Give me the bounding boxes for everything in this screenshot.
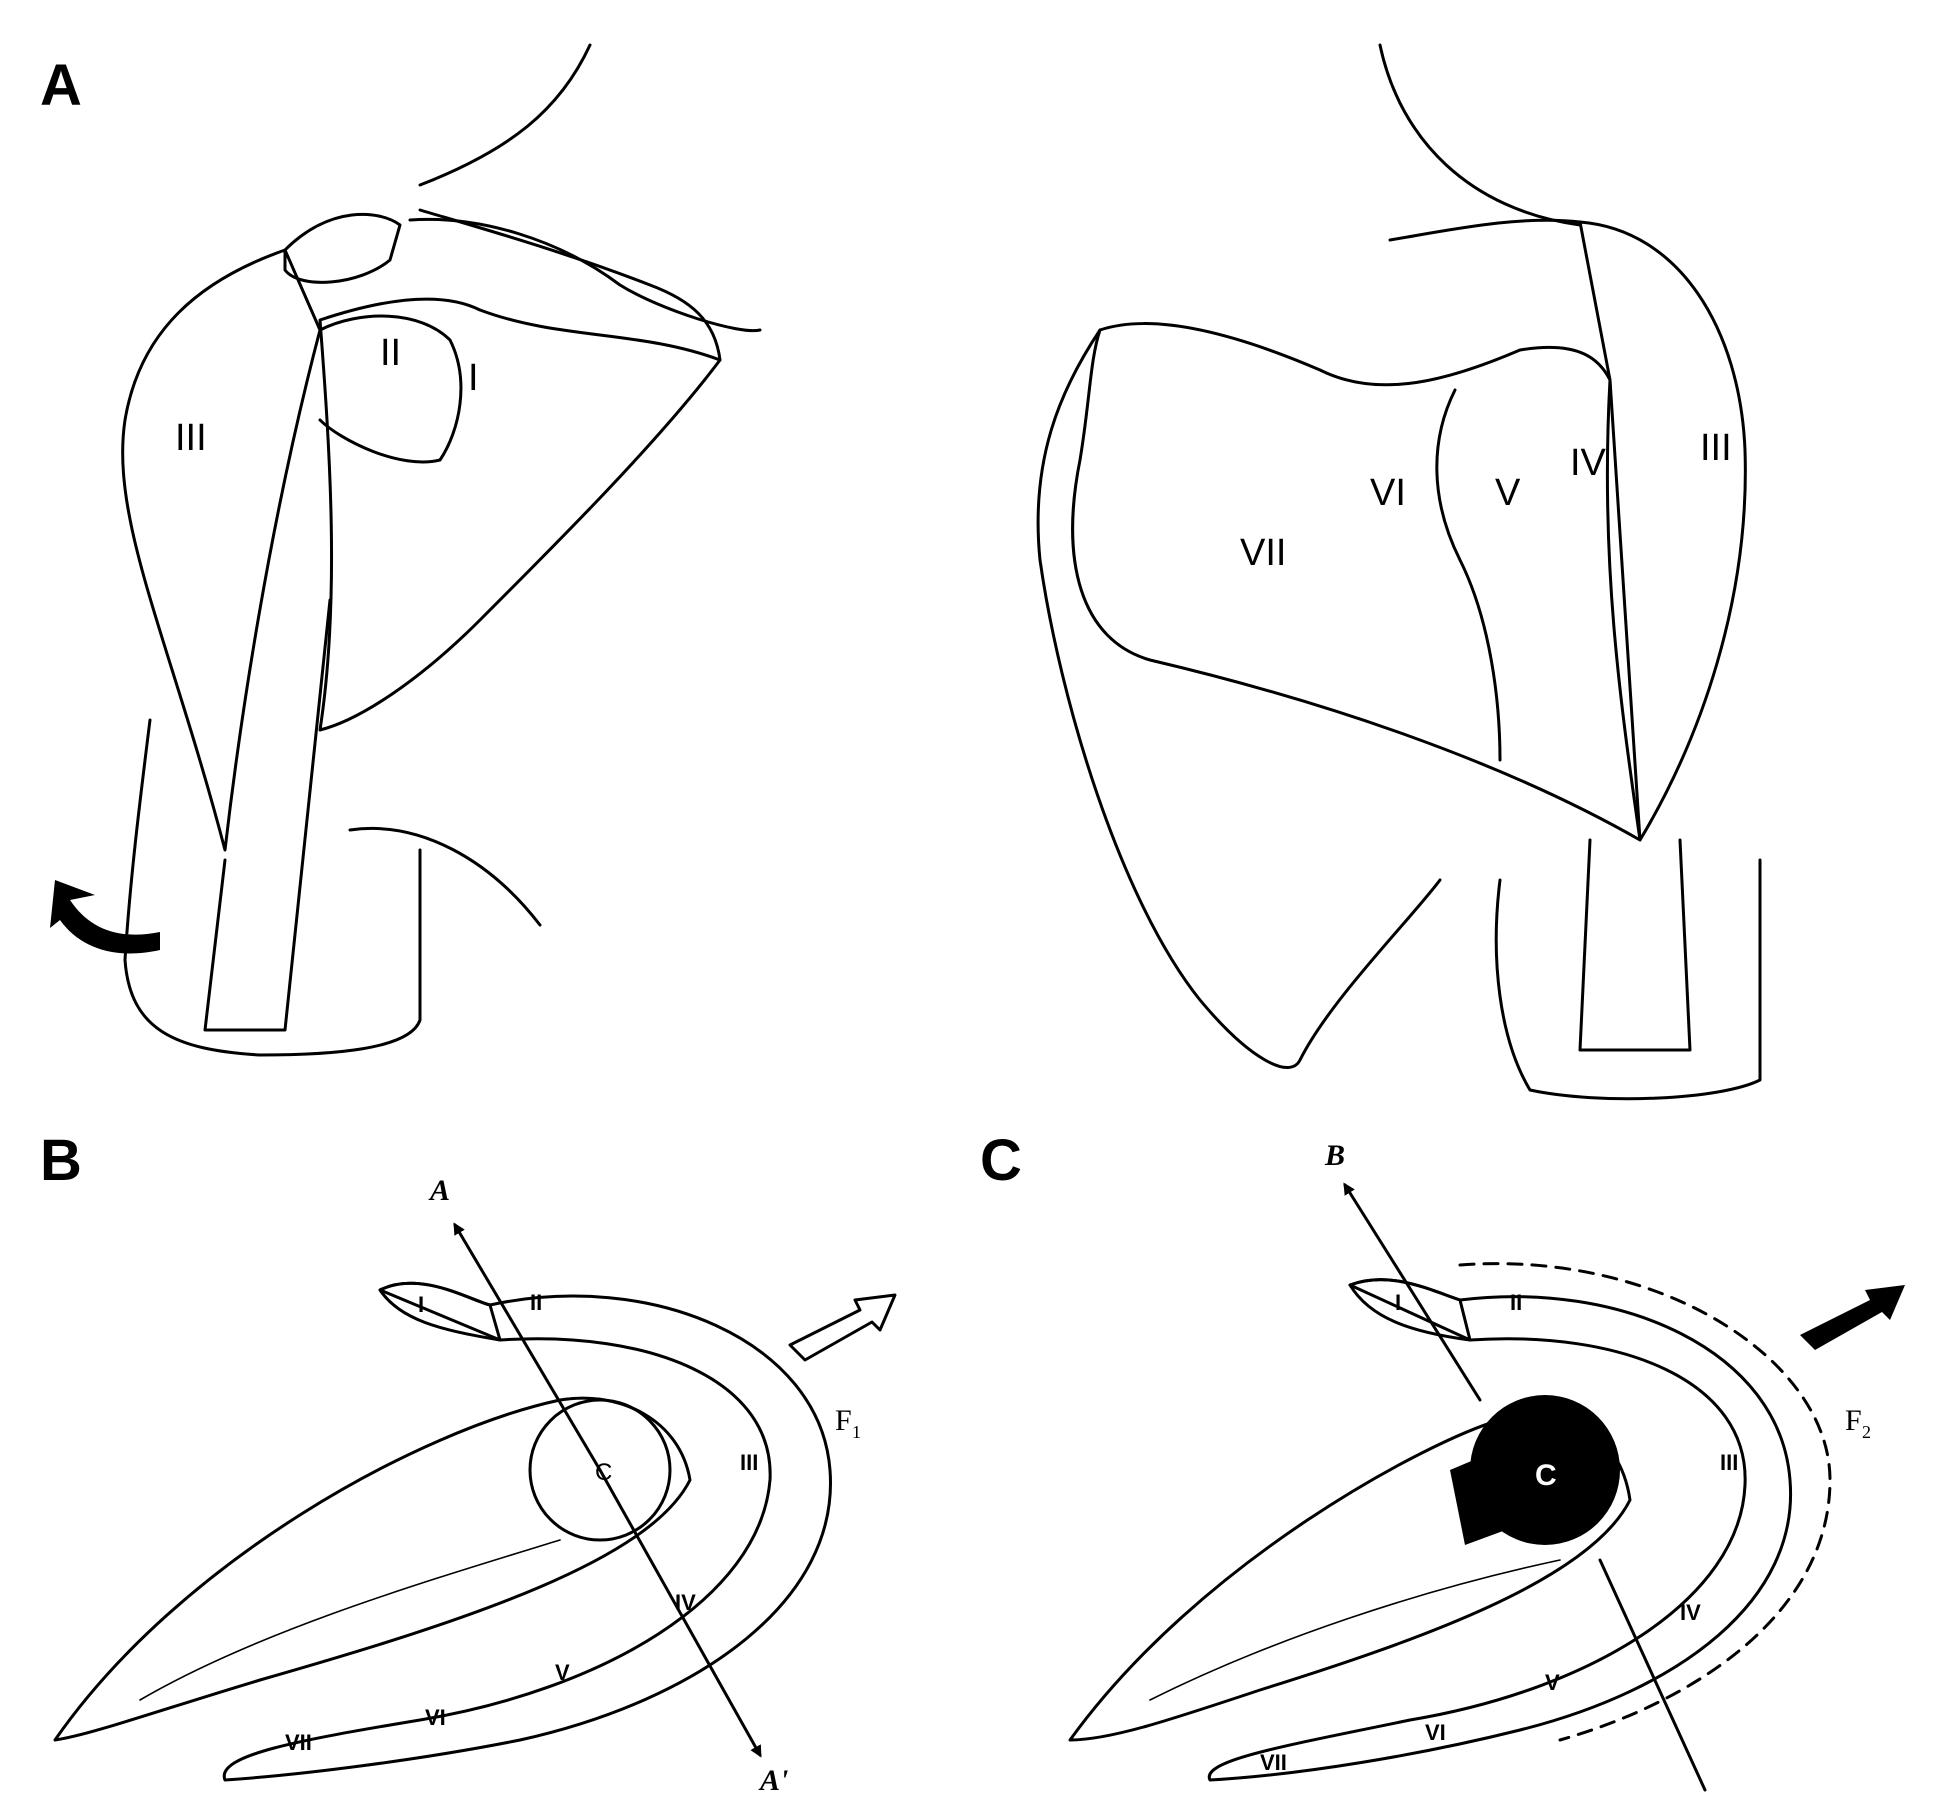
label-left-i: I [468, 357, 479, 399]
segment-label-vi-b: VI [425, 1705, 446, 1730]
scapular-muscles [1071, 322, 1642, 842]
deltoid-posterior [1578, 220, 1747, 842]
segment-label-v-c: V [1545, 1670, 1560, 1695]
force-arrow-icon-c [1800, 1285, 1905, 1350]
segment-label-iv-b: IV [675, 1590, 696, 1615]
segment-label-vii-b: VII [285, 1730, 312, 1755]
segment-label-i-c: I [1395, 1290, 1401, 1315]
humeral-shaft-section-c [1450, 1430, 1560, 1545]
segment-label-iii-c: III [1720, 1450, 1738, 1475]
humeral-head-outline [318, 314, 463, 464]
panel-letter-c: C [980, 1128, 1022, 1193]
segment-label-ii-b: II [530, 1290, 542, 1315]
center-label-c: C [1535, 1459, 1557, 1492]
axis-start-label-b: A [428, 1174, 450, 1207]
label-right-vii: VII [1240, 532, 1286, 574]
force-sub-b: 1 [852, 1422, 861, 1442]
segment-i-b [378, 1281, 502, 1342]
scapula-section-b [53, 1396, 692, 1742]
label-right-v: V [1495, 472, 1521, 514]
cross-section-b: C A A' F 1 I II III IV V VI VII [53, 1174, 897, 1794]
segment-label-iii-b: III [740, 1450, 758, 1475]
axis-arrow-b-end [598, 1468, 762, 1758]
scapula-outline [1036, 328, 1442, 1069]
center-label-b: C [595, 1459, 612, 1486]
segment-label-ii-c: II [1510, 1290, 1522, 1315]
label-right-iii: III [1700, 427, 1732, 469]
humeral-head-b [528, 1398, 672, 1542]
cross-section-c: C B F 2 I II III IV V VI VII [1068, 1139, 1905, 1792]
acromion [283, 212, 402, 284]
segment-label-v-b: V [555, 1660, 570, 1685]
segment-label-vi-c: VI [1425, 1720, 1446, 1745]
humeral-shaft-right [1578, 838, 1692, 1052]
label-right-vi: VI [1370, 472, 1406, 514]
label-left-deltoid: III [175, 417, 207, 459]
shoulder-right-view: III IV V VI VII [1036, 43, 1762, 1101]
displaced-contour-c [1458, 1262, 1832, 1742]
axis-end-label-b: A' [758, 1764, 788, 1794]
segment-label-iv-c: IV [1680, 1600, 1701, 1625]
deltoid-muscle [121, 248, 322, 852]
axis-arrow-c [1343, 1182, 1482, 1402]
label-right-iv: IV [1570, 442, 1607, 484]
shoulder-left-view: III II I [50, 43, 762, 1057]
scapula-section-c [1068, 1412, 1632, 1742]
clavicle-lower [418, 208, 722, 362]
rotation-arrow-icon [50, 880, 160, 954]
segment-i-c [1348, 1278, 1472, 1342]
segment-label-i-b: I [418, 1292, 424, 1317]
deltoid-ring-b [222, 1281, 832, 1782]
spine-of-scapula [1435, 388, 1502, 762]
axis-arrow-b [453, 1222, 602, 1472]
clavicle-right [1388, 218, 1582, 242]
neck-contour-right [1378, 43, 1582, 227]
arm-outline-right [1494, 858, 1762, 1101]
force-sub-c: 2 [1862, 1422, 1871, 1442]
deltoid-ring-c [1207, 1278, 1793, 1782]
neck-contour [418, 43, 592, 187]
force-label-b: F [835, 1404, 852, 1437]
humeral-shaft [203, 598, 332, 1032]
label-left-ii: II [380, 332, 401, 374]
chest-contour [348, 827, 542, 927]
axis-arrow-c-end [1598, 1558, 1707, 1792]
scapula-inner-line-c [1149, 1559, 1561, 1701]
scapula-inner-line-b [139, 1539, 561, 1701]
force-arrow-icon-b [788, 1293, 897, 1362]
axis-start-label-c: B [1324, 1139, 1345, 1172]
segment-label-vii-c: VII [1260, 1750, 1287, 1775]
arm-outline [123, 718, 422, 1057]
panel-letter-b: B [40, 1128, 82, 1193]
panel-letter-a: A [40, 53, 82, 118]
force-label-c: F [1845, 1404, 1862, 1437]
pectoral-muscle [318, 297, 722, 732]
clavicle-outline [408, 217, 762, 333]
